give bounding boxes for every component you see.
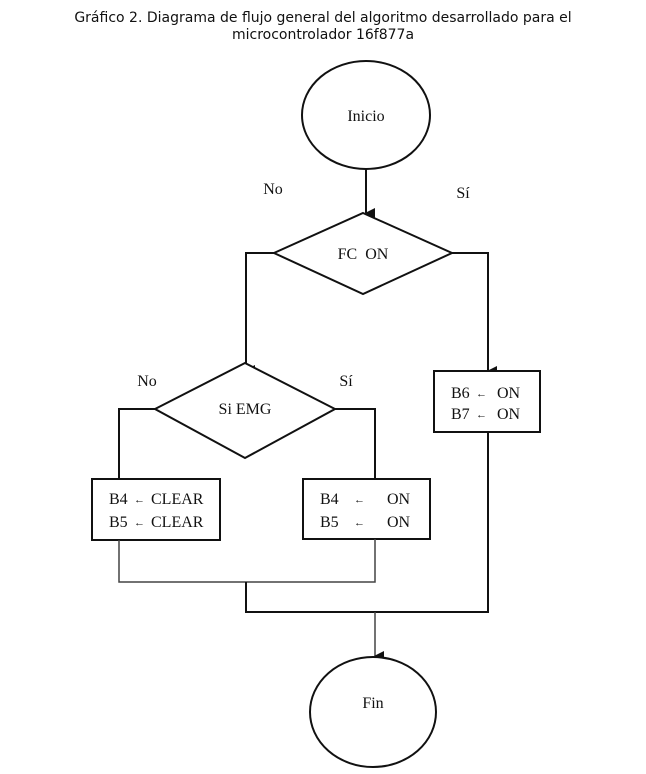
b5-clear-value: CLEAR [151,514,204,531]
emg-label: Si EMG [219,401,272,418]
b5-clear-port: B5 [109,514,128,531]
process-on-box [302,478,431,540]
process-clear: B4 ← CLEAR B5 ← CLEAR [91,478,221,541]
fc-decision: FC ON [271,211,455,296]
fc-label: FC ON [338,246,389,263]
start-terminal: Inicio [301,60,431,170]
figure-title-line1: Gráfico 2. Diagrama de flujo general del… [74,10,572,26]
b4-clear-port: B4 [109,491,128,508]
edge-merge-all-branches [245,432,489,613]
end-terminal: Fin [309,656,437,768]
b6-value: ON [497,385,521,402]
b4-on-arrow: ← [354,494,365,506]
emg-diamond [152,361,338,460]
edge-emg-yes-to-on [335,408,376,479]
b4-on-port: B4 [320,491,339,508]
process-clear-box [91,478,221,541]
b5-on-port: B5 [320,514,339,531]
end-label: Fin [362,695,383,712]
fc-no-label: No [263,181,283,198]
edge-merge-emg-branches [118,539,376,583]
b6-port: B6 [451,385,470,402]
start-label: Inicio [347,108,384,125]
end-ellipse [309,656,437,768]
b5-on-value: ON [387,514,411,531]
b6-arrow: ← [476,388,487,400]
b4-clear-value: CLEAR [151,491,204,508]
edge-emg-no-to-clear [118,408,155,479]
b7-port: B7 [451,406,470,423]
b7-arrow: ← [476,409,487,421]
b5-clear-arrow: ← [134,517,145,529]
process-b6b7-box [433,370,541,433]
b4-clear-arrow: ← [134,494,145,506]
process-b6b7: B6 ← ON B7 ← ON [433,370,541,433]
b4-on-value: ON [387,491,411,508]
process-on: B4 ← ON B5 ← ON [302,478,431,540]
edge-fc-yes-to-b6b7 [452,252,497,376]
figure-title: Gráfico 2. Diagrama de flujo general del… [0,10,646,44]
fc-diamond [271,211,455,296]
edge-fc-no-to-emg [245,252,274,375]
b5-on-arrow: ← [354,517,365,529]
fc-yes-label: Sí [456,185,470,202]
figure-title-line2: microcontrolador 16f877a [231,27,415,43]
b7-value: ON [497,406,521,423]
emg-no-label: No [137,373,157,390]
emg-decision: Si EMG [152,361,338,460]
emg-yes-label: Sí [339,373,353,390]
